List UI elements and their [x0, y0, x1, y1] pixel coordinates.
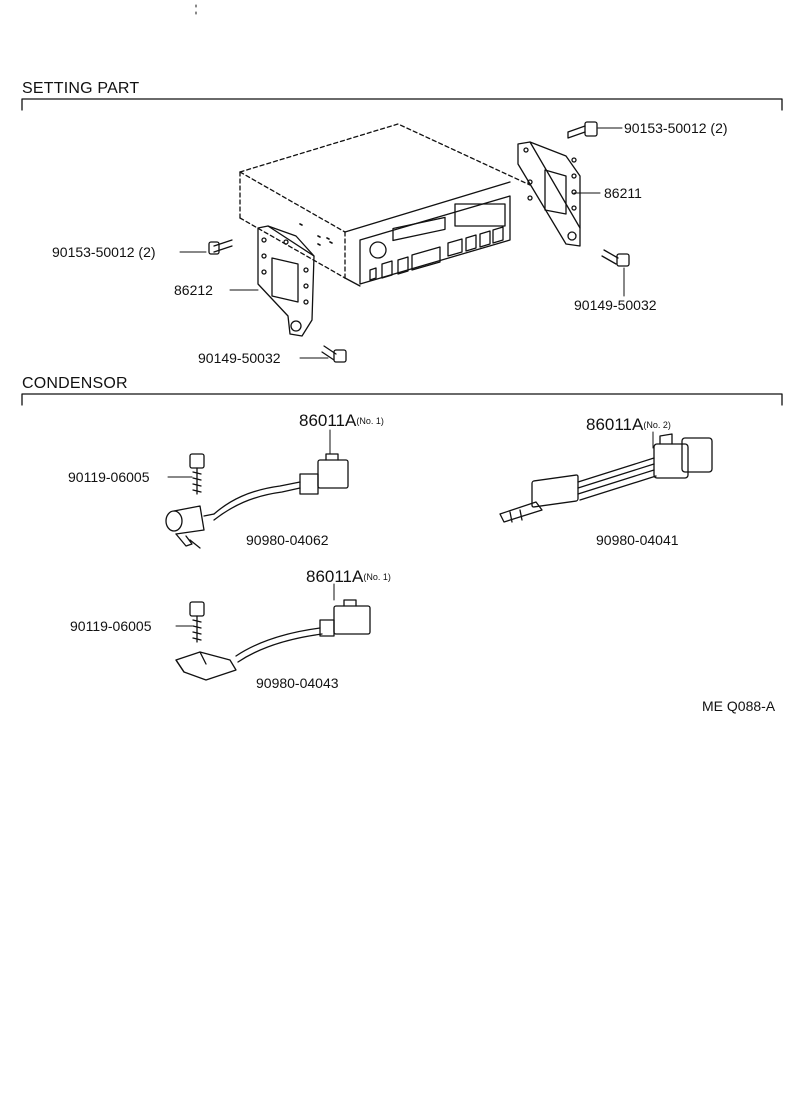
cond1-part-variant: (No. 1): [356, 416, 384, 426]
bolt-icon: [567, 121, 598, 139]
label-cond1-pn: 90980-04062: [246, 532, 329, 548]
label-cond2-part: 86011A(No. 2): [586, 416, 671, 433]
label-bracket-86212: 86212: [174, 282, 213, 298]
condensor-2: [499, 433, 713, 523]
section-title-condensor: CONDENSOR: [22, 375, 128, 392]
section-title-setting-part: SETTING PART: [22, 80, 140, 97]
setting-part-frame: [21, 98, 783, 111]
label-bolt-left: 90153-50012 (2): [52, 244, 156, 260]
leader-lines-condensor: [167, 429, 654, 627]
label-screw-c3: 90119-06005: [70, 618, 152, 634]
label-screw-c1: 90119-06005: [68, 469, 150, 485]
bracket-86211: [517, 141, 581, 247]
bolt-icon: [208, 239, 233, 255]
cond2-part-variant: (No. 2): [643, 420, 671, 430]
diagram-code: ME Q088-A: [702, 698, 776, 714]
label-cond3-pn: 90980-04043: [256, 675, 339, 691]
label-screw-right: 90149-50032: [574, 297, 657, 313]
label-bolt-top-right: 90153-50012 (2): [624, 120, 728, 136]
bracket-86212: [257, 225, 315, 337]
label-cond2-pn: 90980-04041: [596, 532, 679, 548]
condensor-frame: [21, 393, 783, 406]
label-bracket-86211: 86211: [604, 185, 642, 201]
screw-icon: [321, 345, 347, 363]
leader-lines: [179, 127, 625, 359]
condensor-3: [175, 599, 371, 681]
condensor-1: [165, 453, 349, 549]
screw-icon: [601, 249, 630, 267]
cond3-part-variant: (No. 1): [363, 572, 391, 582]
cond1-part-number: 86011A: [299, 411, 357, 430]
radio-unit: [239, 123, 531, 287]
label-cond3-part: 86011A(No. 1): [306, 568, 391, 585]
cond3-part-number: 86011A: [306, 567, 364, 586]
label-screw-bottom: 90149-50032: [198, 350, 281, 366]
label-cond1-part: 86011A(No. 1): [299, 412, 384, 429]
cond2-part-number: 86011A: [586, 415, 644, 434]
